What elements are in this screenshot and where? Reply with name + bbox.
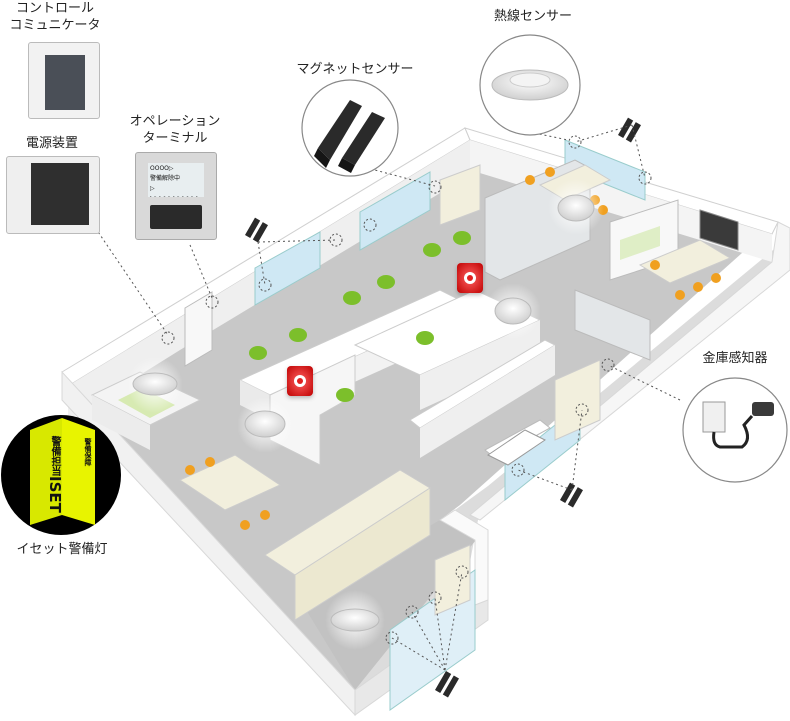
green-board	[620, 226, 660, 260]
warning-light-text-2: 警備保障	[84, 438, 92, 466]
heat-sensor-bubble	[479, 34, 581, 136]
warning-light-label: イセット警備灯	[16, 542, 108, 557]
warning-light-badge	[1, 415, 121, 535]
front-wall-right	[469, 221, 790, 521]
power-unit-label: 電源装置	[25, 136, 78, 151]
safe	[487, 429, 546, 466]
terminal-line-3: ▷ ▷▷▷▷▷▷▷▷▷▷▷	[150, 185, 201, 197]
wing-wall	[439, 509, 489, 606]
heat-sensor-label: 熱線センサー	[493, 9, 572, 24]
safe-sensor-label: 金庫感知器	[702, 351, 768, 366]
safe-sensor-bubble	[682, 377, 788, 483]
power-unit-device	[6, 156, 100, 234]
terminal-line-2: 警備解除中	[150, 175, 181, 182]
warning-light-text-3: ISET	[46, 476, 64, 513]
magnet-sensor-bubble	[301, 79, 399, 177]
operation-terminal-device: OOOO▷ 警備解除中 ▷ ▷▷▷▷▷▷▷▷▷▷▷	[135, 152, 217, 240]
red-alarms	[287, 263, 483, 396]
door	[184, 291, 213, 367]
callout-dots	[161, 135, 652, 645]
warning-light-text-1: 警備担当	[49, 436, 60, 476]
callout-lines	[89, 124, 681, 671]
tv-screen	[699, 209, 739, 251]
terminal-screen: OOOO▷ 警備解除中 ▷ ▷▷▷▷▷▷▷▷▷▷▷	[148, 163, 204, 197]
operation-terminal-label: オペレーション ターミナル	[129, 114, 221, 146]
magnet-sensors-small	[245, 117, 641, 698]
power-unit-panel	[31, 163, 89, 225]
ceiling-sensors	[127, 179, 604, 650]
control-communicator-label: コントロール コミュニケータ	[9, 1, 101, 33]
terminal-line-1: OOOO▷	[150, 165, 174, 172]
terminal-keypad	[150, 205, 202, 229]
green-chairs	[249, 231, 471, 402]
control-communicator-panel	[45, 55, 85, 110]
magnet-sensor-label: マグネットセンサー	[296, 62, 414, 77]
control-communicator-device	[28, 42, 100, 119]
